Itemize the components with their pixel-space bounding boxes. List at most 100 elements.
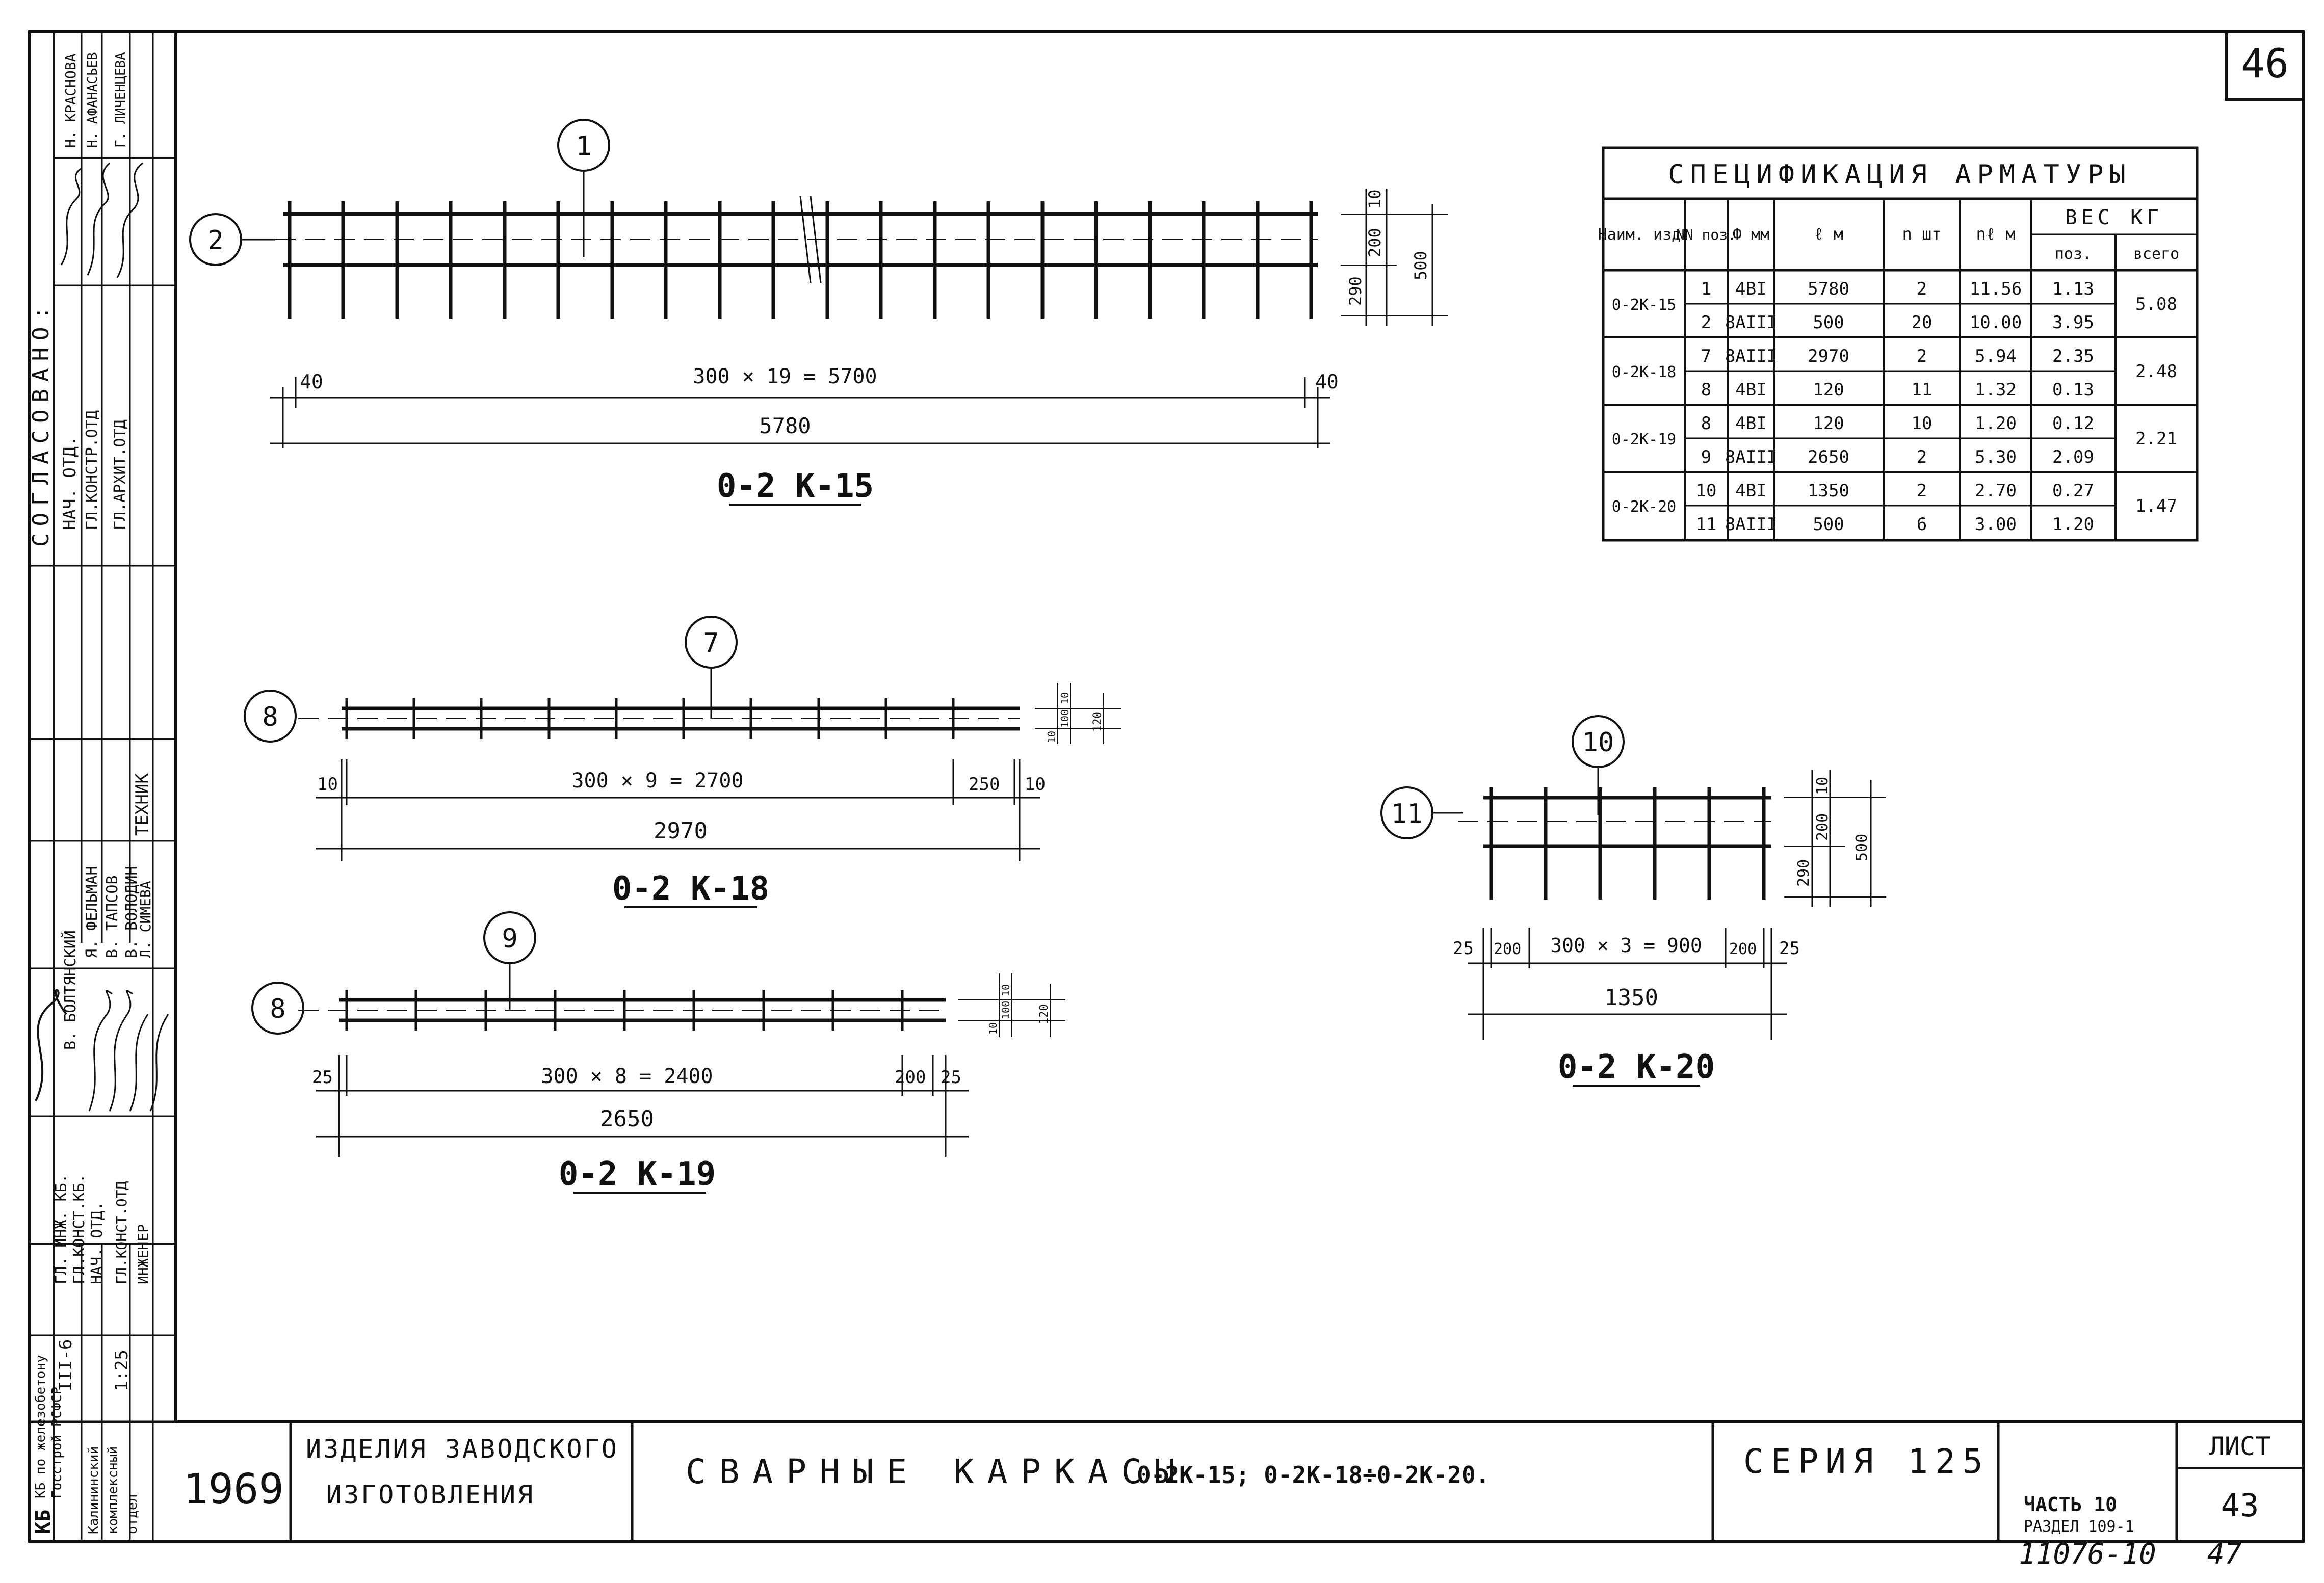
k20-dim-total: 1350 [1604, 985, 1658, 1011]
spec-product: 0-2К-19 [1612, 431, 1676, 448]
spec-header-length: ℓ м [1814, 224, 1843, 244]
spec-header-diam: Ф мм [1733, 226, 1769, 244]
k20-dim-bottom: 290 [1795, 859, 1813, 887]
spec-cell: 1.13 [2052, 279, 2094, 299]
staff-name-1: В. БОЛТЯНСКИЙ [61, 930, 80, 1050]
spec-cell: 5.94 [1975, 346, 2017, 366]
title-category-2: ИЗГОТОВЛЕНИЯ [326, 1480, 535, 1510]
staff-role-3: НАЧ. ОТД. [88, 1201, 106, 1284]
k19-dim-end: 200 [895, 1067, 926, 1088]
spec-cell: 2 [1701, 312, 1711, 333]
k18-dim-height: 120 [1091, 711, 1104, 732]
spec-cell: 4BI [1735, 380, 1766, 400]
signature-approval-2 [87, 162, 110, 276]
spec-cell: 0.13 [2052, 380, 2094, 400]
title-sheet-number: 43 [2221, 1487, 2259, 1524]
spec-cell: 1.20 [2052, 514, 2094, 535]
k19-cross-bars [345, 990, 904, 1031]
signature-approval-1 [60, 167, 82, 266]
k20-dim-left: 25 [1453, 938, 1474, 959]
spec-header-count: n шт [1902, 224, 1941, 244]
staff-role-4: ГЛ.КОНСТ.ОТД [113, 1181, 130, 1284]
approvals-header: СОГЛАСОВАНО: [28, 299, 54, 547]
spec-cell: 11.56 [1970, 279, 2022, 299]
sheet-border [28, 30, 2305, 1543]
spec-cell: 2.35 [2052, 346, 2094, 366]
frame-k15: 1 2 40 40 300 × 19 = 5700 5780 10 200 [189, 119, 1448, 506]
staff-name-4: В. ВОЛОДИН [123, 866, 141, 958]
spec-cell: 2 [1917, 279, 1927, 299]
org-line5: отдел [125, 1494, 140, 1534]
signature-approval-3 [116, 162, 143, 278]
staff-name-5: Л. СИМЕВА [137, 881, 154, 958]
frame-k18: 7 8 10 300 × 9 = 2700 250 10 2970 10 100 [244, 616, 1121, 908]
approval-role-3: ГЛ.АРХИТ.ОТД [111, 419, 129, 530]
staff-role-5: ИНЖЕНЕР [135, 1224, 151, 1284]
spec-cell: 1 [1701, 279, 1711, 299]
spec-weight-total: 5.08 [2135, 294, 2177, 314]
spec-cell: 8AIII [1725, 312, 1777, 333]
k18-dimensions: 10 300 × 9 = 2700 250 10 2970 10 100 10 … [316, 683, 1121, 861]
k20-dim-height: 500 [1853, 834, 1871, 861]
k15-dim-total: 5780 [759, 413, 811, 438]
k19-dim-mid: 100 [1000, 1001, 1012, 1019]
k15-dim-right: 40 [1315, 371, 1339, 393]
k20-dim-mid: 200 [1814, 813, 1832, 841]
spec-cell: 2 [1917, 447, 1927, 467]
spec-cell: 0.12 [2052, 413, 2094, 434]
k18-dim-left: 10 [317, 774, 338, 795]
k20-label: 0-2 К-20 [1558, 1048, 1715, 1086]
spec-cell: 2 [1917, 481, 1927, 501]
k20-dim-span: 300 × 3 = 900 [1550, 934, 1702, 957]
title-section: РАЗДЕЛ 109-1 [2024, 1518, 2134, 1536]
spec-cell: 1.20 [1975, 413, 2017, 434]
k20-dim-right: 25 [1779, 938, 1800, 959]
k20-cross-bars [1489, 787, 1766, 900]
spec-cell: 4BI [1735, 279, 1766, 299]
approval-name-3: Г. ЛИЧЕНЦЕВА [113, 52, 128, 148]
frame-k20: 10 11 25 200 300 × 3 = 900 200 25 1350 [1380, 715, 1886, 1087]
series-code: III-6 [56, 1339, 76, 1391]
staff-name-2: Я. ФЕЛЬМАН [83, 866, 101, 958]
spec-cell: 6 [1917, 514, 1927, 535]
spec-cell: 2.09 [2052, 447, 2094, 467]
side-stamp: СОГЛАСОВАНО: НАЧ. ОТД. ГЛ.КОНСТР.ОТД ГЛ.… [28, 32, 176, 1541]
title-year: 1969 [183, 1465, 283, 1514]
staff-name-3: В. ТАПСОВ [103, 875, 121, 958]
spec-header-pos: NN поз. [1676, 226, 1736, 243]
spec-cell: 120 [1813, 380, 1844, 400]
title-main: СВАРНЫЕ КАРКАСЫ [686, 1452, 1188, 1491]
approval-role-1: НАЧ. ОТД. [60, 436, 80, 530]
k18-pos-marker [244, 690, 297, 743]
k19-dim-span: 300 × 8 = 2400 [541, 1065, 713, 1088]
k18-label: 0-2 К-18 [612, 870, 769, 908]
footer-page: 47 [2207, 1538, 2242, 1571]
scale: 1:25 [112, 1350, 132, 1391]
org-line1: КБ по железобетону [33, 1355, 48, 1498]
footer-doc-number: 11076-10 [2019, 1538, 2156, 1571]
k15-dim-left: 40 [300, 371, 323, 393]
spec-cell: 0.27 [2052, 481, 2094, 501]
k19-dim-top: 10 [1000, 984, 1012, 996]
spec-cell: 20 [1912, 312, 1933, 333]
signature-staff-4 [129, 1014, 149, 1112]
spec-weight-total: 2.21 [2135, 429, 2177, 449]
staff-role-2: ГЛ.КОНСТ.КБ. [70, 1174, 88, 1284]
approval-name-1: Н. КРАСНОВА [62, 53, 79, 148]
k19-dim-height: 120 [1038, 1004, 1051, 1024]
frame-k19: 9 8 25 300 × 8 = 2400 200 25 2650 10 100… [251, 911, 1065, 1194]
spec-product: 0-2К-15 [1612, 296, 1676, 314]
title-series: СЕРИЯ 125 [1743, 1442, 1990, 1481]
title-block: 1969 ИЗДЕЛИЯ ЗАВОДСКОГО ИЗГОТОВЛЕНИЯ СВА… [176, 1420, 2303, 1541]
k18-pos-longitudinal: 7 [703, 628, 719, 658]
spec-cell: 10 [1696, 481, 1717, 501]
k18-dim-total: 2970 [654, 818, 708, 844]
title-category-1: ИЗДЕЛИЯ ЗАВОДСКОГО [306, 1434, 619, 1464]
k19-dim-bottom: 10 [987, 1022, 999, 1035]
k19-label: 0-2 К-19 [559, 1155, 716, 1193]
k19-dimensions: 25 300 × 8 = 2400 200 25 2650 10 100 10 … [312, 973, 1065, 1157]
org-line3: Калининский [86, 1446, 101, 1534]
k20-dimensions: 25 200 300 × 3 = 900 200 25 1350 10 200 … [1453, 770, 1886, 1040]
k18-dim-span: 300 × 9 = 2700 [571, 769, 743, 793]
